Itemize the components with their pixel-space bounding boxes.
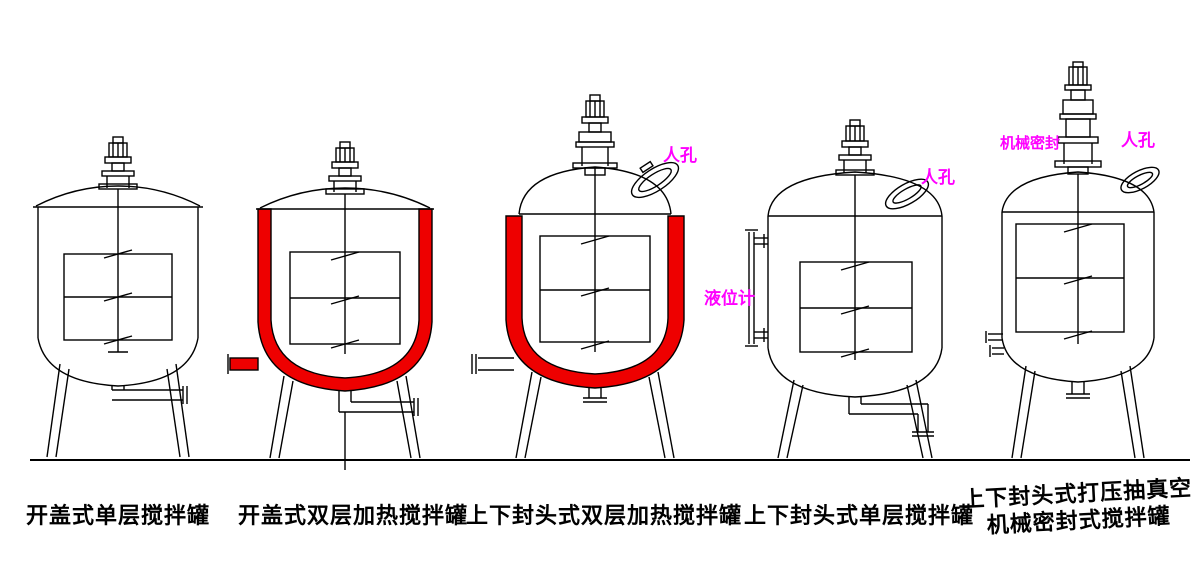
annotation-tank5-mechanical-seal: 机械密封: [1000, 136, 1061, 152]
tank-2-heating-jacket: [227, 208, 433, 392]
tank-1-legs: [46, 363, 190, 458]
tank-5: [985, 61, 1160, 459]
tank-1-motor: [98, 136, 138, 190]
tank-4-level-gauge: [745, 229, 768, 347]
tank-1-outlet-pipe: [111, 386, 188, 404]
tank-4-agitator: [799, 175, 913, 360]
tank-5-manhole: [1120, 166, 1160, 194]
tank-2: [227, 141, 434, 470]
annotation-tank4-level-gauge: 液位计: [704, 289, 755, 308]
tank-4-legs: [777, 379, 933, 459]
annotation-tank4-manhole: 人孔: [921, 168, 955, 187]
tank-5-mechanical-seal: [1054, 118, 1102, 175]
tank-2-jacket-nozzle: [229, 357, 259, 371]
tank-3-motor: [572, 94, 618, 176]
tank-1-shell: [37, 207, 199, 387]
tank-3-agitator: [539, 168, 651, 352]
tank-3-side-nozzle: [471, 354, 514, 374]
caption-tank-4: 上下封头式单层搅拌罐: [743, 503, 974, 528]
tank-3-legs: [515, 371, 675, 459]
tank-5-side-nozzles: [985, 331, 1004, 357]
tank-5-motor: [1059, 61, 1097, 120]
tank-2-motor: [325, 141, 365, 195]
tank-4-outlet-pipe: [848, 397, 934, 437]
tank-3-manhole: [630, 160, 680, 199]
annotation-tank5-manhole: 人孔: [1121, 131, 1155, 150]
tank-3: [471, 94, 685, 459]
tank-3-heating-jacket: [505, 215, 685, 389]
tank-5-legs: [1011, 365, 1145, 459]
tank-5-bottom-outlet: [1066, 382, 1090, 399]
tank-2-legs: [269, 375, 421, 459]
tank-1-agitator: [63, 189, 173, 353]
caption-tank-2: 开盖式双层加热搅拌罐: [237, 503, 468, 528]
annotation-tank3-manhole: 人孔: [663, 146, 697, 165]
tank-3-bottom-outlet: [583, 388, 607, 403]
tank-4-motor: [835, 119, 875, 176]
tank-4-manhole: [884, 178, 930, 210]
tank-4: [745, 119, 943, 459]
tank-1: [33, 136, 203, 458]
tank-5-shell: [1001, 212, 1155, 383]
caption-tank-1: 开盖式单层搅拌罐: [25, 503, 210, 528]
tank-5-agitator: [1015, 174, 1125, 344]
tank-2-agitator: [289, 194, 401, 354]
caption-tank-3: 上下封头式双层加热搅拌罐: [465, 503, 742, 528]
